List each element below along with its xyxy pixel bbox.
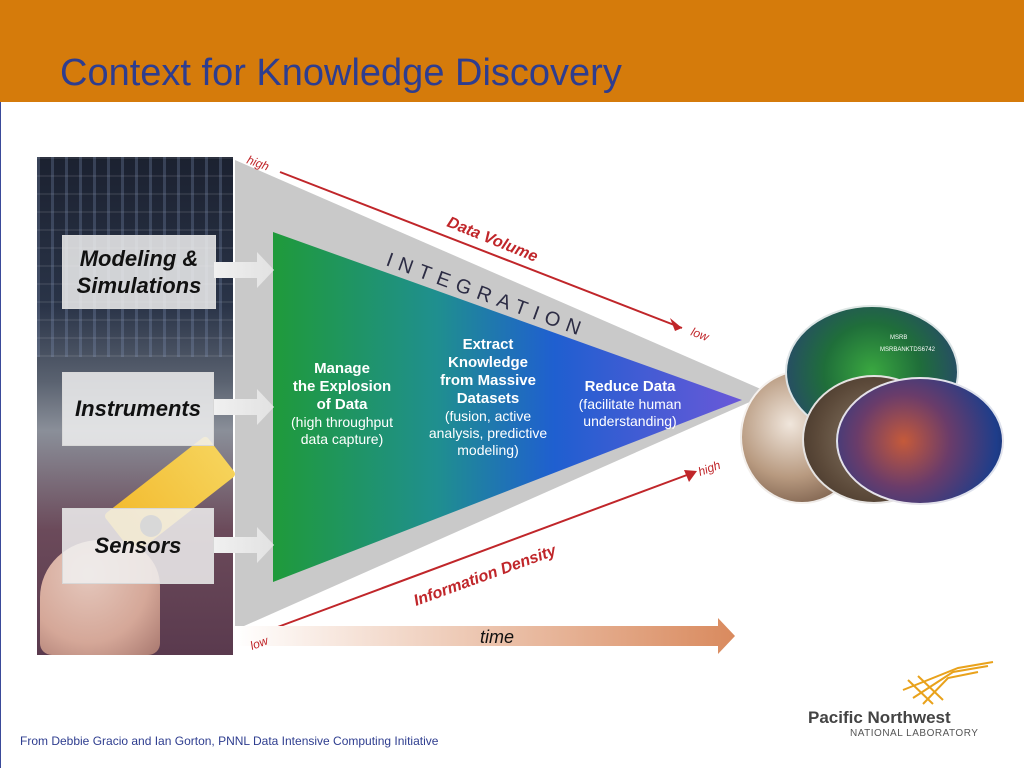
pnnl-logo-mark [902, 661, 994, 705]
pnnl-logo: Pacific Northwest NATIONAL LABORATORY [808, 660, 998, 740]
header-bar [0, 0, 1024, 102]
label-info-density: Information Density [412, 542, 560, 610]
source-box-modeling: Modeling & Simulations [62, 235, 216, 309]
stage-reduce-title: Reduce Data [584, 378, 676, 395]
processing-funnel [273, 232, 742, 582]
slide-title: Context for Knowledge Discovery [60, 52, 622, 94]
stage-manage-sub: (high throughput data capture) [291, 414, 393, 447]
input-arrow-sensors [214, 527, 274, 563]
label-low-bottom: low [248, 633, 271, 653]
stage-extract-title: Extract Knowledge from Massive Datasets [440, 336, 536, 407]
stage-extract-sub: (fusion, active analysis, predictive mod… [428, 408, 548, 458]
source-label-instruments: Instruments [75, 396, 201, 422]
source-label-sensors: Sensors [94, 533, 182, 559]
data-volume-arrowhead [670, 318, 682, 331]
logo-sub: NATIONAL LABORATORY [850, 728, 979, 739]
label-low-top: low [689, 325, 712, 345]
stage-extract: Extract Knowledge from Massive Datasets … [420, 336, 556, 458]
time-arrow [235, 618, 735, 654]
viz-circle-network-map [836, 377, 1004, 505]
input-arrow-instruments [214, 389, 274, 425]
input-arrow-modeling [214, 252, 274, 288]
stage-reduce-sub: (facilitate human understanding) [578, 396, 682, 429]
data-volume-line [279, 171, 683, 329]
source-label-modeling: Modeling & Simulations [76, 245, 202, 299]
source-box-instruments: Instruments [62, 372, 214, 446]
stage-manage: Manage the Explosion of Data (high throu… [282, 360, 402, 448]
visualization-cluster: MSRB MSRBANKTDS6742 [740, 305, 1004, 505]
info-density-arrowhead [684, 470, 697, 482]
logo-name: Pacific Northwest [808, 708, 951, 727]
label-high-bottom: high [696, 458, 722, 479]
stage-manage-title: Manage the Explosion of Data [292, 360, 392, 413]
left-border [0, 102, 1, 768]
source-citation: From Debbie Gracio and Ian Gorton, PNNL … [20, 734, 439, 748]
stage-reduce: Reduce Data (facilitate human understand… [566, 378, 694, 430]
label-time: time [480, 627, 514, 647]
info-density-line [274, 471, 696, 629]
viz-screen-label: MSRB [890, 335, 908, 341]
viz-screen-label-2: MSRBANKTDS6742 [880, 347, 936, 353]
source-box-sensors: Sensors [62, 508, 214, 584]
